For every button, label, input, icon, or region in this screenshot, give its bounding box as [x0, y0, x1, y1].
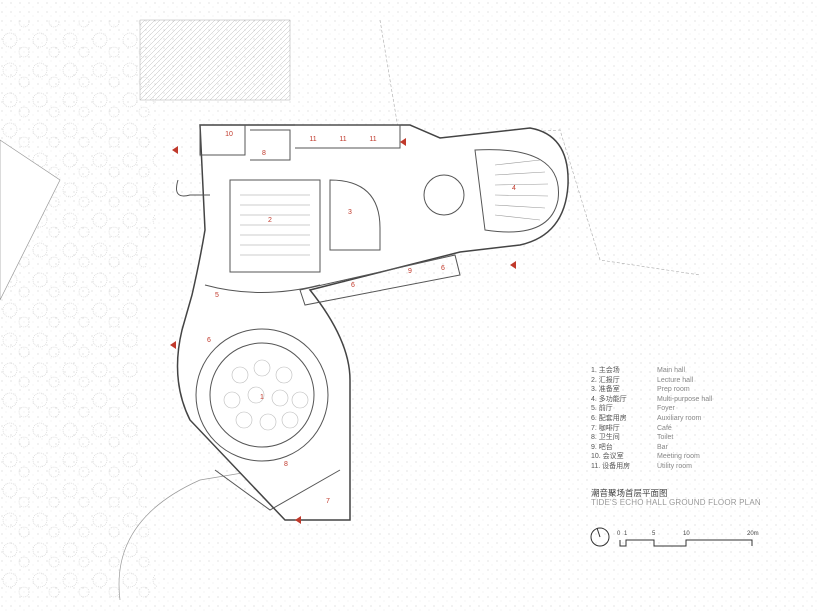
- legend-en: Foyer: [657, 405, 675, 413]
- building-outline: [176, 124, 569, 521]
- scale-tick: 1: [624, 531, 628, 537]
- legend-item: 11. 设备用房 Utility room: [591, 462, 712, 472]
- label-meeting-room: 10: [225, 131, 233, 138]
- legend-en: Café: [657, 424, 672, 432]
- label-aux-room-3: 6: [441, 265, 445, 272]
- legend-en: Prep room: [657, 386, 690, 394]
- legend-item: 5. 前厅 Foyer: [591, 404, 712, 414]
- legend-item: 10. 会议室 Meeting room: [591, 452, 712, 462]
- entry-arrows: [170, 138, 516, 524]
- legend: 1. 主会场 Main hall 2. 汇报厅 Lecture hall 3. 准备…: [591, 366, 712, 472]
- legend-zh: 8. 卫生间: [591, 434, 620, 442]
- road-curve: [118, 469, 261, 601]
- scale-tick: 0: [617, 531, 621, 537]
- label-bar: 9: [408, 268, 412, 275]
- legend-en: Multi-purpose hall: [657, 395, 713, 403]
- label-lecture-hall: 2: [268, 217, 272, 224]
- road: [0, 139, 61, 301]
- label-aux-room-2: 6: [351, 282, 355, 289]
- scale-tick: 20m: [747, 531, 759, 537]
- plan-title-en: TIDE'S ECHO HALL GROUND FLOOR PLAN: [591, 498, 761, 507]
- label-multipurpose-hall: 4: [512, 185, 516, 192]
- legend-en: Bar: [657, 443, 668, 451]
- legend-zh: 4. 多功能厅: [591, 395, 627, 403]
- legend-zh: 5. 前厅: [591, 405, 613, 413]
- site-boundary: [379, 19, 701, 276]
- label-prep-room: 3: [348, 209, 352, 216]
- legend-en: Meeting room: [657, 453, 700, 461]
- legend-zh: 6. 配套用房: [591, 414, 627, 422]
- legend-zh: 3. 准备室: [591, 386, 620, 394]
- label-toilet-1: 8: [262, 150, 266, 157]
- scale-tick: 5: [652, 531, 656, 537]
- legend-item: 2. 汇报厅 Lecture hall: [591, 376, 712, 386]
- legend-item: 9. 吧台 Bar: [591, 443, 712, 453]
- legend-zh: 10. 会议室: [591, 453, 624, 461]
- legend-zh: 2. 汇报厅: [591, 376, 620, 384]
- legend-en: Auxiliary room: [657, 414, 702, 422]
- label-toilet-2: 8: [284, 461, 288, 468]
- room-numbers: 1 2 3 4 5 6 6 6 7 8 8 9 10 11 11 11: [207, 131, 516, 505]
- main-hall-tables: [223, 359, 309, 431]
- interior-walls: [176, 124, 559, 511]
- legend-zh: 7. 咖啡厅: [591, 424, 620, 432]
- label-utility-1: 11: [309, 136, 316, 143]
- hatched-area: [139, 19, 291, 101]
- legend-en: Main hall: [657, 367, 686, 374]
- legend-item: 8. 卫生间 Toilet: [591, 433, 712, 443]
- north-arrow-icon: [590, 527, 610, 547]
- label-foyer: 5: [215, 292, 219, 299]
- label-main-hall: 1: [260, 394, 264, 401]
- legend-en: Utility room: [657, 462, 693, 470]
- legend-item: 6. 配套用房 Auxiliary room: [591, 414, 712, 424]
- legend-zh: 11. 设备用房: [591, 462, 631, 470]
- legend-en: Toilet: [657, 434, 674, 442]
- plan-title-zh: 潮音聚场首层平面图: [591, 488, 668, 498]
- legend-zh: 1. 主会场: [591, 367, 620, 374]
- seating-rows: [240, 159, 549, 256]
- legend-zh: 9. 吧台: [591, 443, 613, 451]
- legend-item: 4. 多功能厅 Multi-purpose hall: [591, 395, 712, 405]
- landscape-trees: [0, 20, 160, 600]
- label-cafe: 7: [326, 498, 330, 505]
- label-utility-3: 11: [369, 136, 376, 143]
- legend-item: 3. 准备室 Prep room: [591, 385, 712, 395]
- legend-item: 1. 主会场 Main hall: [591, 366, 712, 376]
- label-utility-2: 11: [339, 136, 346, 143]
- legend-en: Lecture hall: [657, 376, 694, 384]
- scale-tick: 10: [683, 531, 690, 537]
- scale-bar: [619, 539, 753, 547]
- label-aux-room-1: 6: [207, 337, 211, 344]
- legend-item: 7. 咖啡厅 Café: [591, 424, 712, 434]
